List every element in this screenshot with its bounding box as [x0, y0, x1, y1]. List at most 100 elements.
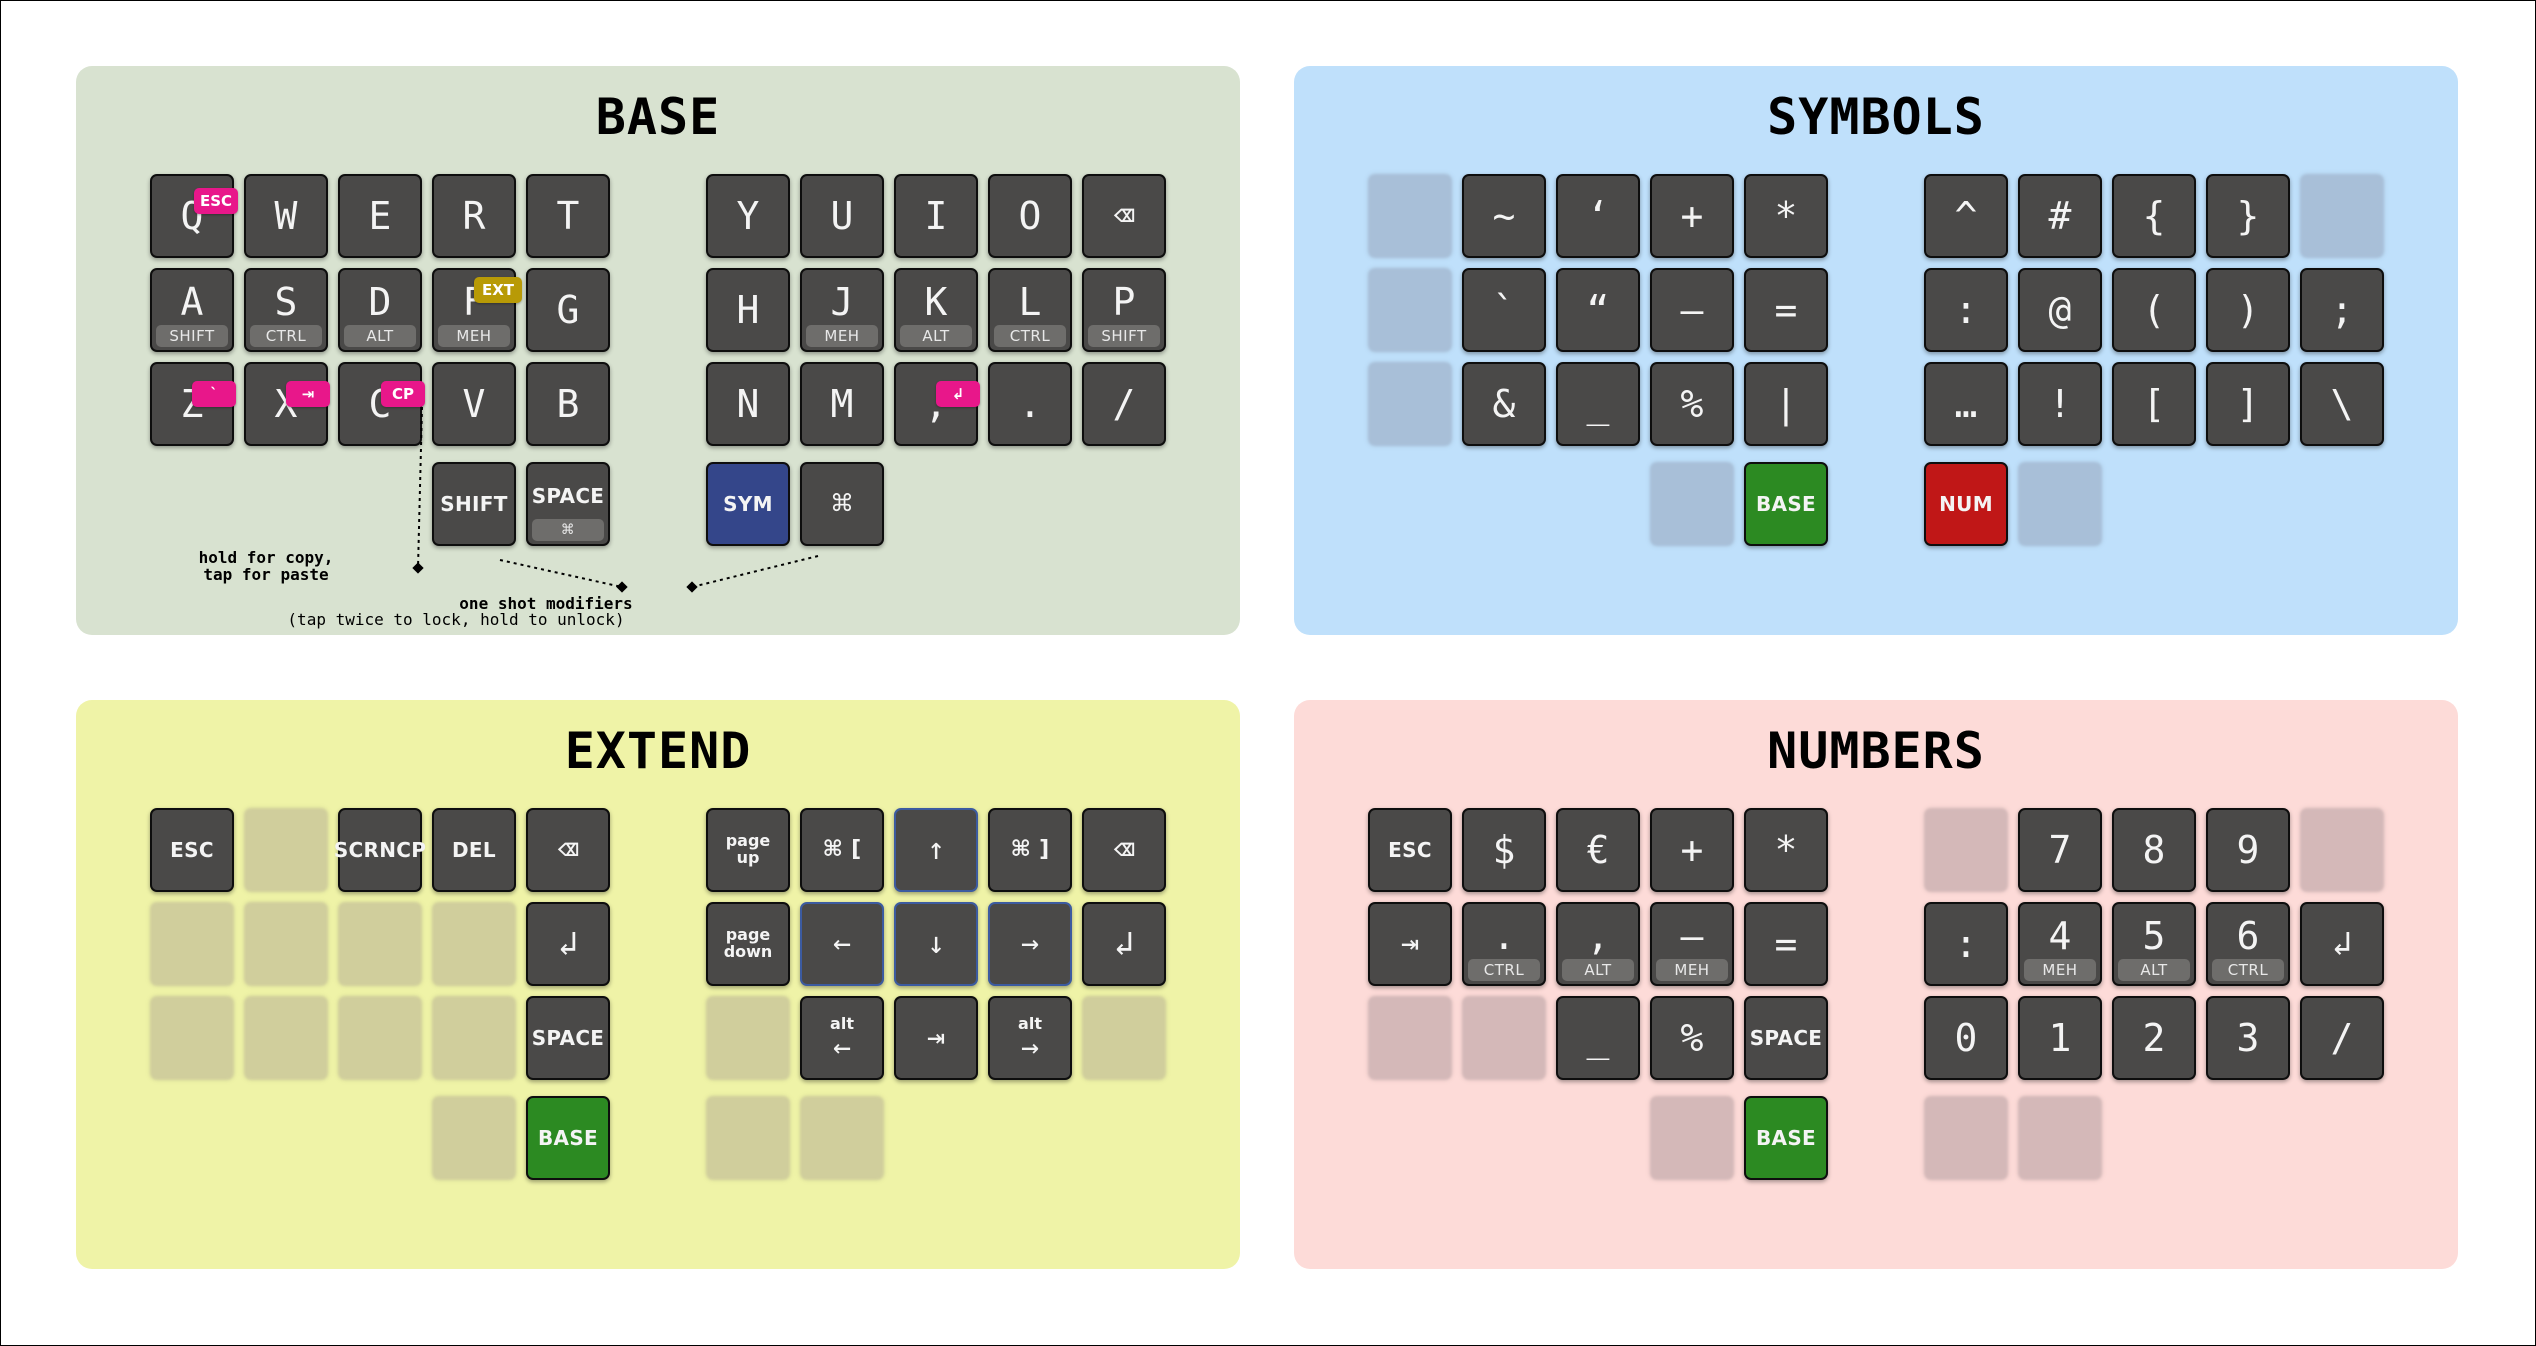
key[interactable]: U: [800, 174, 884, 258]
key[interactable]: :: [1924, 902, 2008, 986]
key[interactable]: SCRNCP: [334, 808, 426, 892]
key[interactable]: .CTRL: [1462, 902, 1546, 986]
key[interactable]: ↓: [894, 902, 978, 986]
key[interactable]: ~: [1462, 174, 1546, 258]
key[interactable]: ⌫: [1082, 808, 1166, 892]
key[interactable]: BASE: [1744, 462, 1828, 546]
key[interactable]: V: [432, 362, 516, 446]
key[interactable]: [: [2112, 362, 2196, 446]
key[interactable]: %: [1650, 362, 1734, 446]
key[interactable]: 0: [1924, 996, 2008, 1080]
key[interactable]: _: [1556, 996, 1640, 1080]
key[interactable]: O: [988, 174, 1072, 258]
key[interactable]: R: [432, 174, 516, 258]
key[interactable]: –: [1650, 268, 1734, 352]
key[interactable]: 9: [2206, 808, 2290, 892]
key[interactable]: page up: [706, 808, 790, 892]
key[interactable]: %: [1650, 996, 1734, 1080]
key[interactable]: SPACE: [1744, 996, 1828, 1080]
key[interactable]: ^: [1924, 174, 2008, 258]
key[interactable]: SPACE: [526, 996, 610, 1080]
key[interactable]: →: [988, 902, 1072, 986]
key[interactable]: ↑: [894, 808, 978, 892]
key[interactable]: ↲: [526, 902, 610, 986]
key[interactable]: *: [1744, 808, 1828, 892]
key[interactable]: ⌘: [800, 462, 884, 546]
key[interactable]: E: [338, 174, 422, 258]
key[interactable]: ⇥: [1368, 902, 1452, 986]
key[interactable]: *: [1744, 174, 1828, 258]
key[interactable]: /: [1082, 362, 1166, 446]
key[interactable]: +: [1650, 174, 1734, 258]
key[interactable]: H: [706, 268, 790, 352]
key[interactable]: ESC: [1368, 808, 1452, 892]
key[interactable]: alt→: [988, 996, 1072, 1080]
key[interactable]: ↲: [1082, 902, 1166, 986]
key[interactable]: ⇥: [894, 996, 978, 1080]
key[interactable]: W: [244, 174, 328, 258]
key[interactable]: ⌫: [526, 808, 610, 892]
key[interactable]: ‘: [1556, 174, 1640, 258]
key[interactable]: .: [988, 362, 1072, 446]
key[interactable]: ;: [2300, 268, 2384, 352]
key[interactable]: \: [2300, 362, 2384, 446]
key[interactable]: ⌘ [: [800, 808, 884, 892]
key[interactable]: €: [1556, 808, 1640, 892]
key[interactable]: ⌫: [1082, 174, 1166, 258]
key[interactable]: 2: [2112, 996, 2196, 1080]
key[interactable]: $: [1462, 808, 1546, 892]
key[interactable]: #: [2018, 174, 2102, 258]
key[interactable]: _: [1556, 362, 1640, 446]
key[interactable]: ): [2206, 268, 2290, 352]
key[interactable]: ↲: [2300, 902, 2384, 986]
key[interactable]: G: [526, 268, 610, 352]
key[interactable]: }: [2206, 174, 2290, 258]
key[interactable]: `: [1462, 268, 1546, 352]
key[interactable]: M: [800, 362, 884, 446]
key[interactable]: ←: [800, 902, 884, 986]
key[interactable]: I: [894, 174, 978, 258]
key[interactable]: SHIFT: [432, 462, 516, 546]
key[interactable]: 8: [2112, 808, 2196, 892]
key[interactable]: B: [526, 362, 610, 446]
key[interactable]: DEL: [432, 808, 516, 892]
key[interactable]: =: [1744, 268, 1828, 352]
key[interactable]: =: [1744, 902, 1828, 986]
key[interactable]: BASE: [526, 1096, 610, 1180]
key[interactable]: ⌘ ]: [988, 808, 1072, 892]
key[interactable]: &: [1462, 362, 1546, 446]
key[interactable]: T: [526, 174, 610, 258]
key[interactable]: !: [2018, 362, 2102, 446]
key[interactable]: 1: [2018, 996, 2102, 1080]
key[interactable]: NUM: [1924, 462, 2008, 546]
key[interactable]: ESC: [150, 808, 234, 892]
key[interactable]: N: [706, 362, 790, 446]
key[interactable]: BASE: [1744, 1096, 1828, 1180]
key[interactable]: Y: [706, 174, 790, 258]
key[interactable]: @: [2018, 268, 2102, 352]
key[interactable]: alt←: [800, 996, 884, 1080]
key[interactable]: |: [1744, 362, 1828, 446]
key[interactable]: +: [1650, 808, 1734, 892]
key[interactable]: page down: [706, 902, 790, 986]
key[interactable]: …: [1924, 362, 2008, 446]
key[interactable]: 3: [2206, 996, 2290, 1080]
key[interactable]: SPACE⌘: [526, 462, 610, 546]
key[interactable]: –MEH: [1650, 902, 1734, 986]
key[interactable]: :: [1924, 268, 2008, 352]
key[interactable]: 7: [2018, 808, 2102, 892]
key[interactable]: ,ALT: [1556, 902, 1640, 986]
key[interactable]: SYM: [706, 462, 790, 546]
key[interactable]: (: [2112, 268, 2196, 352]
